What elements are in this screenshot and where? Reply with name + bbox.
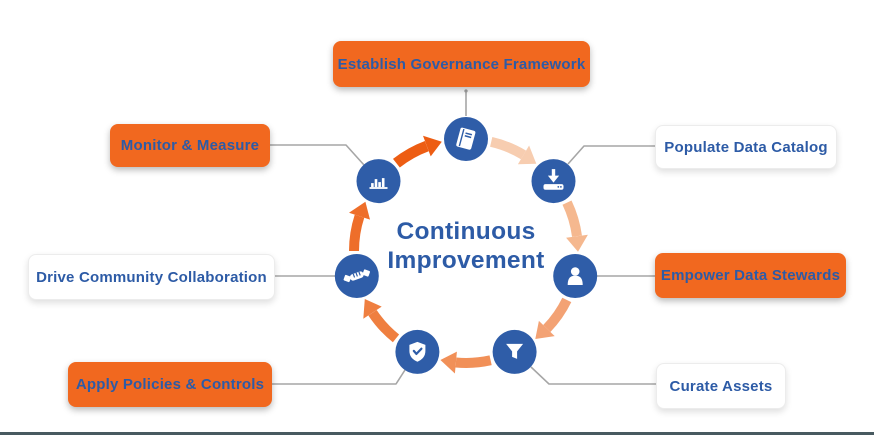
- arrow-curate-to-apply: [455, 355, 492, 368]
- user-icon: [567, 267, 583, 285]
- label-drive-community-collaboration: Drive Community Collaboration: [28, 254, 275, 300]
- shield-check-icon: [409, 341, 426, 362]
- center-title-line2: Improvement: [387, 246, 545, 274]
- arrowhead-establish-to-populate: [517, 145, 537, 165]
- label-populate-data-catalog: Populate Data Catalog: [655, 125, 837, 169]
- label-apply-policies-controls: Apply Policies & Controls: [68, 362, 272, 407]
- arrowhead-curate-to-apply: [440, 351, 457, 374]
- handshake-icon: [343, 269, 371, 283]
- center-title: Continuous Improvement: [356, 218, 576, 276]
- footer-divider: [0, 432, 874, 435]
- label-text: Establish Governance Framework: [337, 55, 586, 73]
- arrow-monitor-to-establish: [392, 140, 429, 168]
- label-text: Apply Policies & Controls: [75, 376, 265, 393]
- bar-chart-icon: [369, 178, 388, 189]
- label-text: Curate Assets: [669, 377, 773, 395]
- connector-curate: [530, 366, 656, 385]
- arrow-empower-to-curate: [543, 297, 572, 332]
- connector-populate: [567, 145, 655, 165]
- arrowhead-drive-to-monitor: [349, 201, 370, 220]
- arrowhead-empower-to-curate: [535, 320, 555, 339]
- connector-apply: [272, 369, 406, 385]
- label-curate-assets: Curate Assets: [656, 363, 786, 409]
- center-title-line1: Continuous: [396, 218, 536, 245]
- label-text: Drive Community Collaboration: [36, 268, 267, 286]
- node-monitor: [356, 159, 401, 204]
- arrowhead-monitor-to-establish: [423, 135, 442, 157]
- arrowhead-populate-to-empower: [566, 234, 588, 252]
- arrowhead-apply-to-drive: [363, 299, 382, 319]
- connector-monitor: [270, 144, 365, 166]
- book-icon: [456, 127, 476, 150]
- arrow-populate-to-empower: [562, 200, 582, 238]
- cycle-arrows: [348, 135, 588, 374]
- label-empower-data-stewards: Empower Data Stewards: [655, 253, 846, 298]
- connector-lines: [270, 89, 656, 385]
- label-text: Populate Data Catalog: [664, 138, 828, 156]
- arrow-establish-to-populate: [489, 137, 527, 160]
- label-monitor-measure: Monitor & Measure: [110, 124, 270, 167]
- label-text: Empower Data Stewards: [660, 267, 841, 284]
- label-establish-governance-framework: Establish Governance Framework: [333, 41, 590, 87]
- filter-funnel-icon: [506, 343, 524, 359]
- arrow-apply-to-drive: [368, 309, 400, 343]
- arrow-drive-to-monitor: [348, 214, 365, 252]
- label-text: Monitor & Measure: [120, 137, 260, 154]
- download-tray-icon: [543, 169, 564, 190]
